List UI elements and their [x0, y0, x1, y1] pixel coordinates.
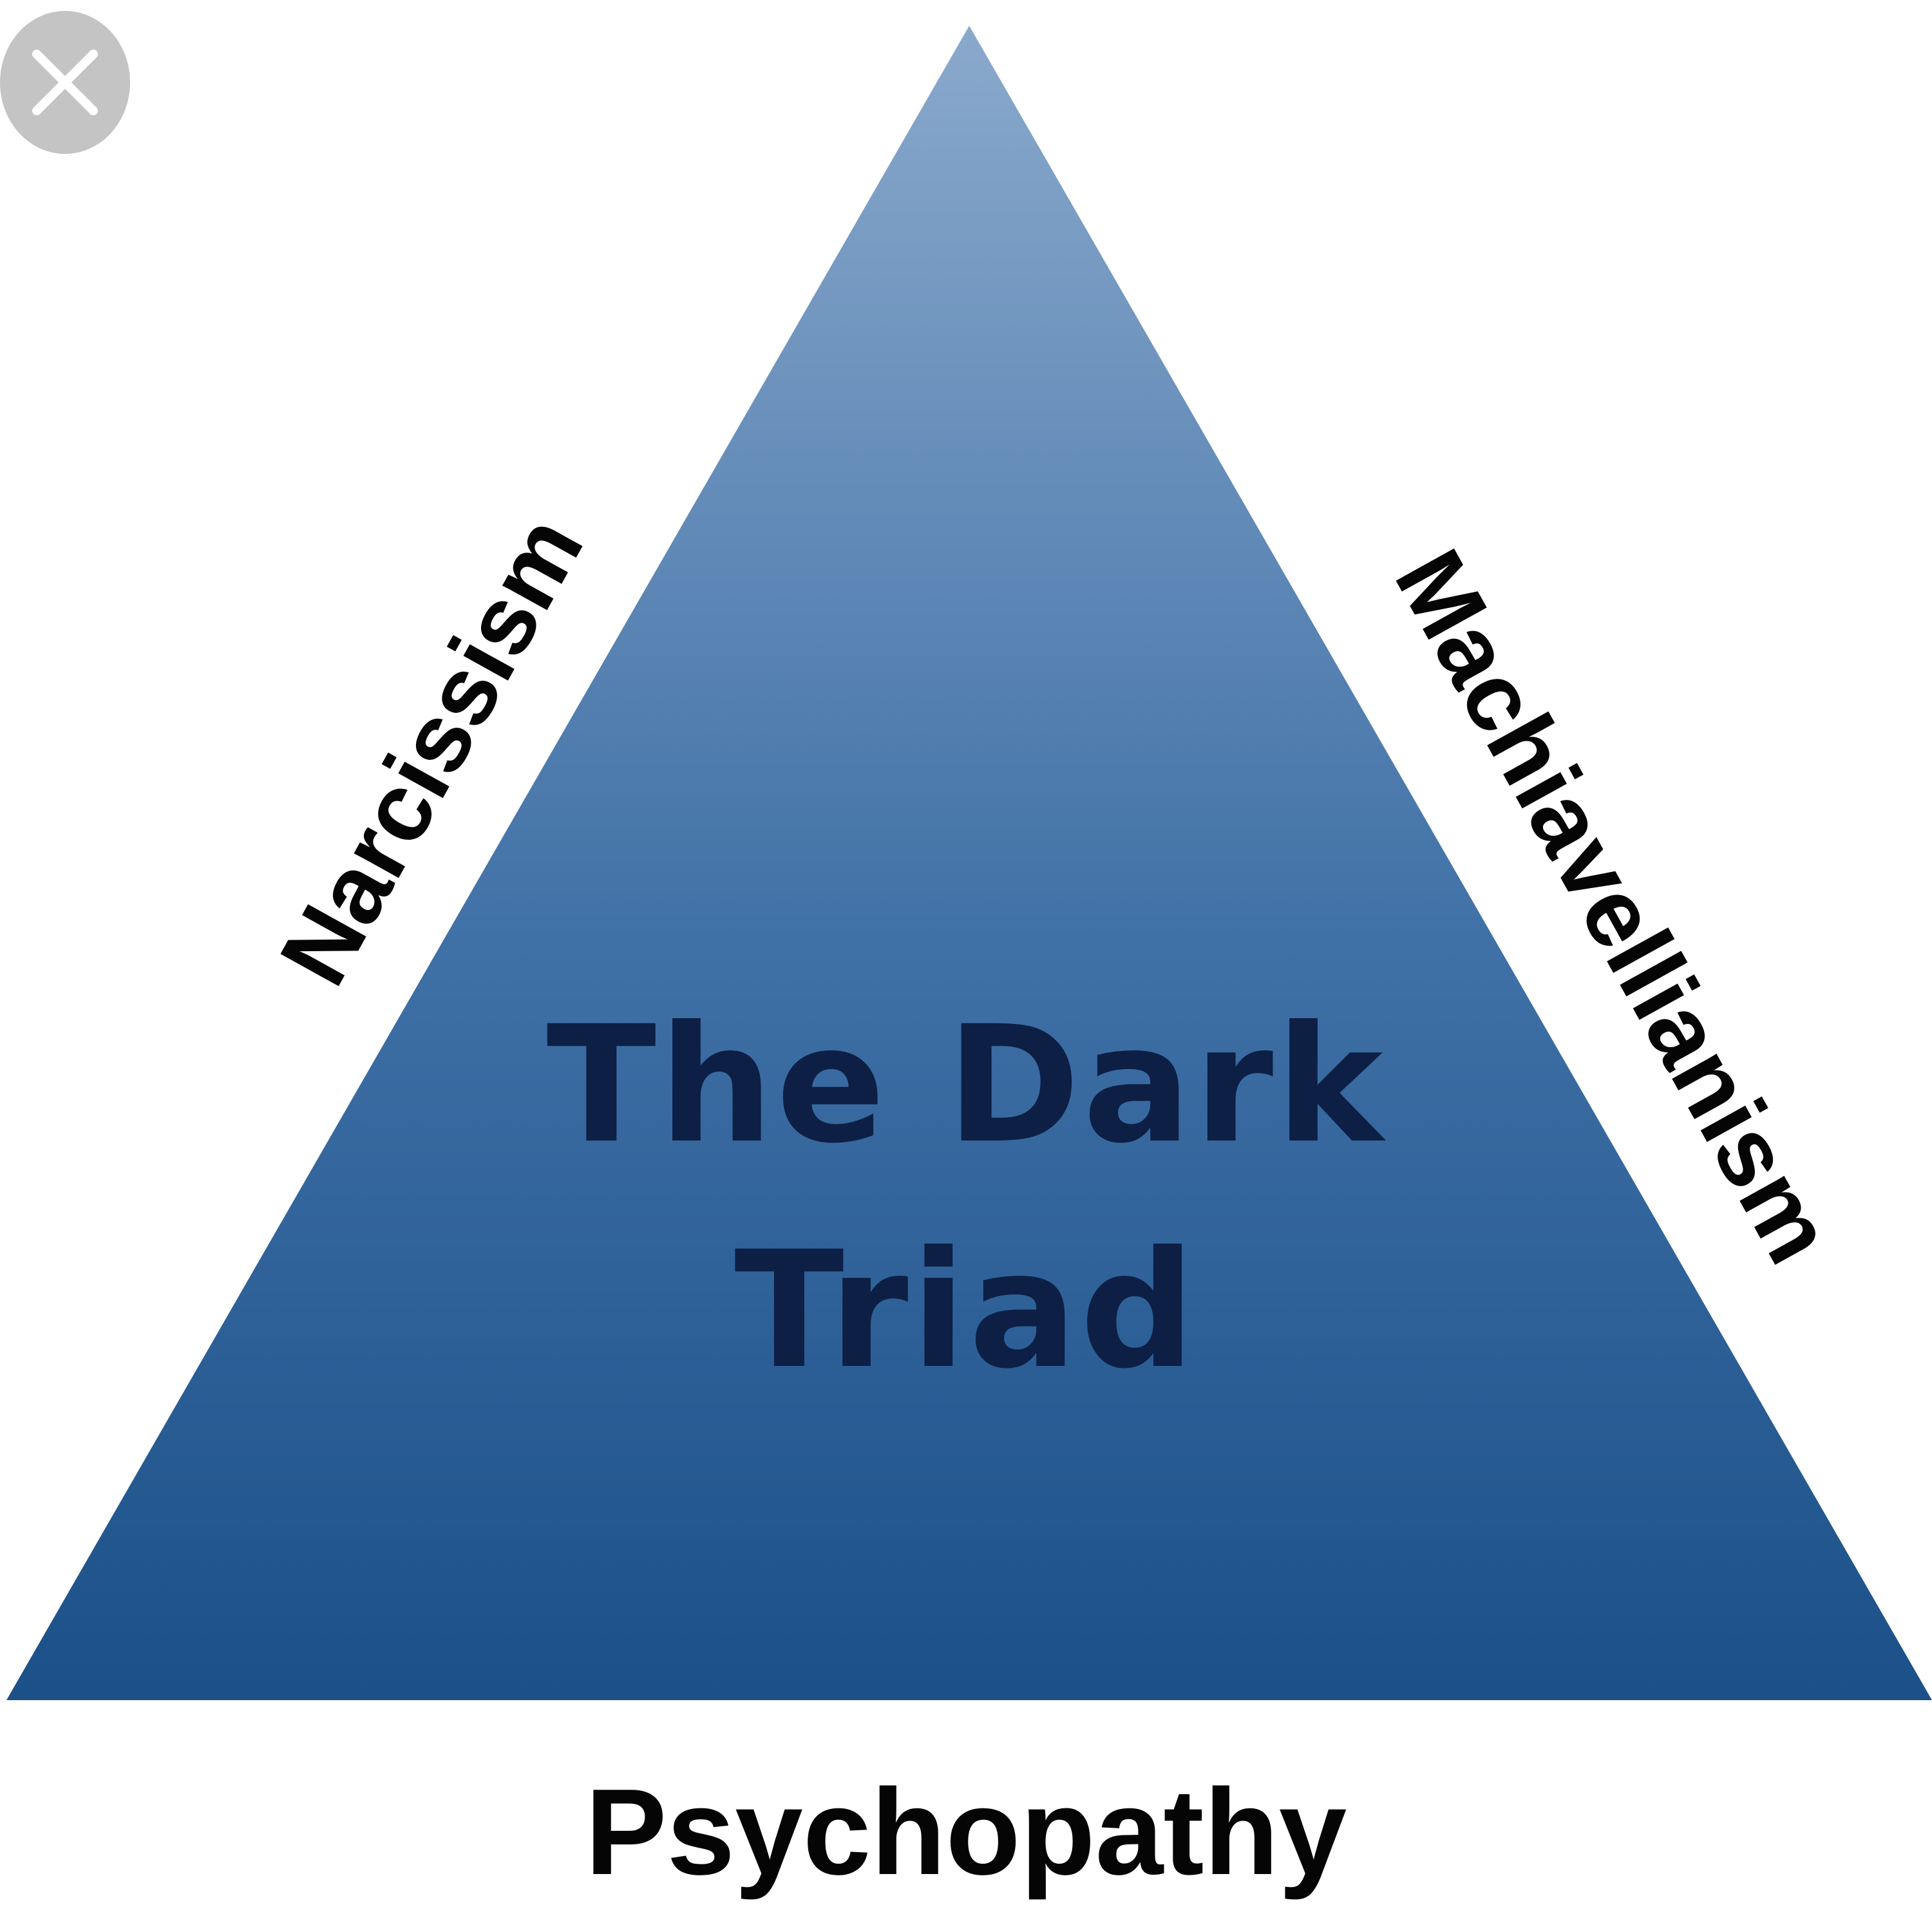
close-icon — [32, 50, 98, 115]
close-button[interactable] — [0, 11, 130, 154]
title-line-2: Triad — [734, 1217, 1198, 1404]
title-line-1: The Dark — [546, 991, 1386, 1179]
triad-triangle — [6, 26, 1932, 1700]
diagram-title: The Dark Triad — [502, 972, 1430, 1423]
label-psychopathy: Psychopathy — [585, 1764, 1347, 1900]
